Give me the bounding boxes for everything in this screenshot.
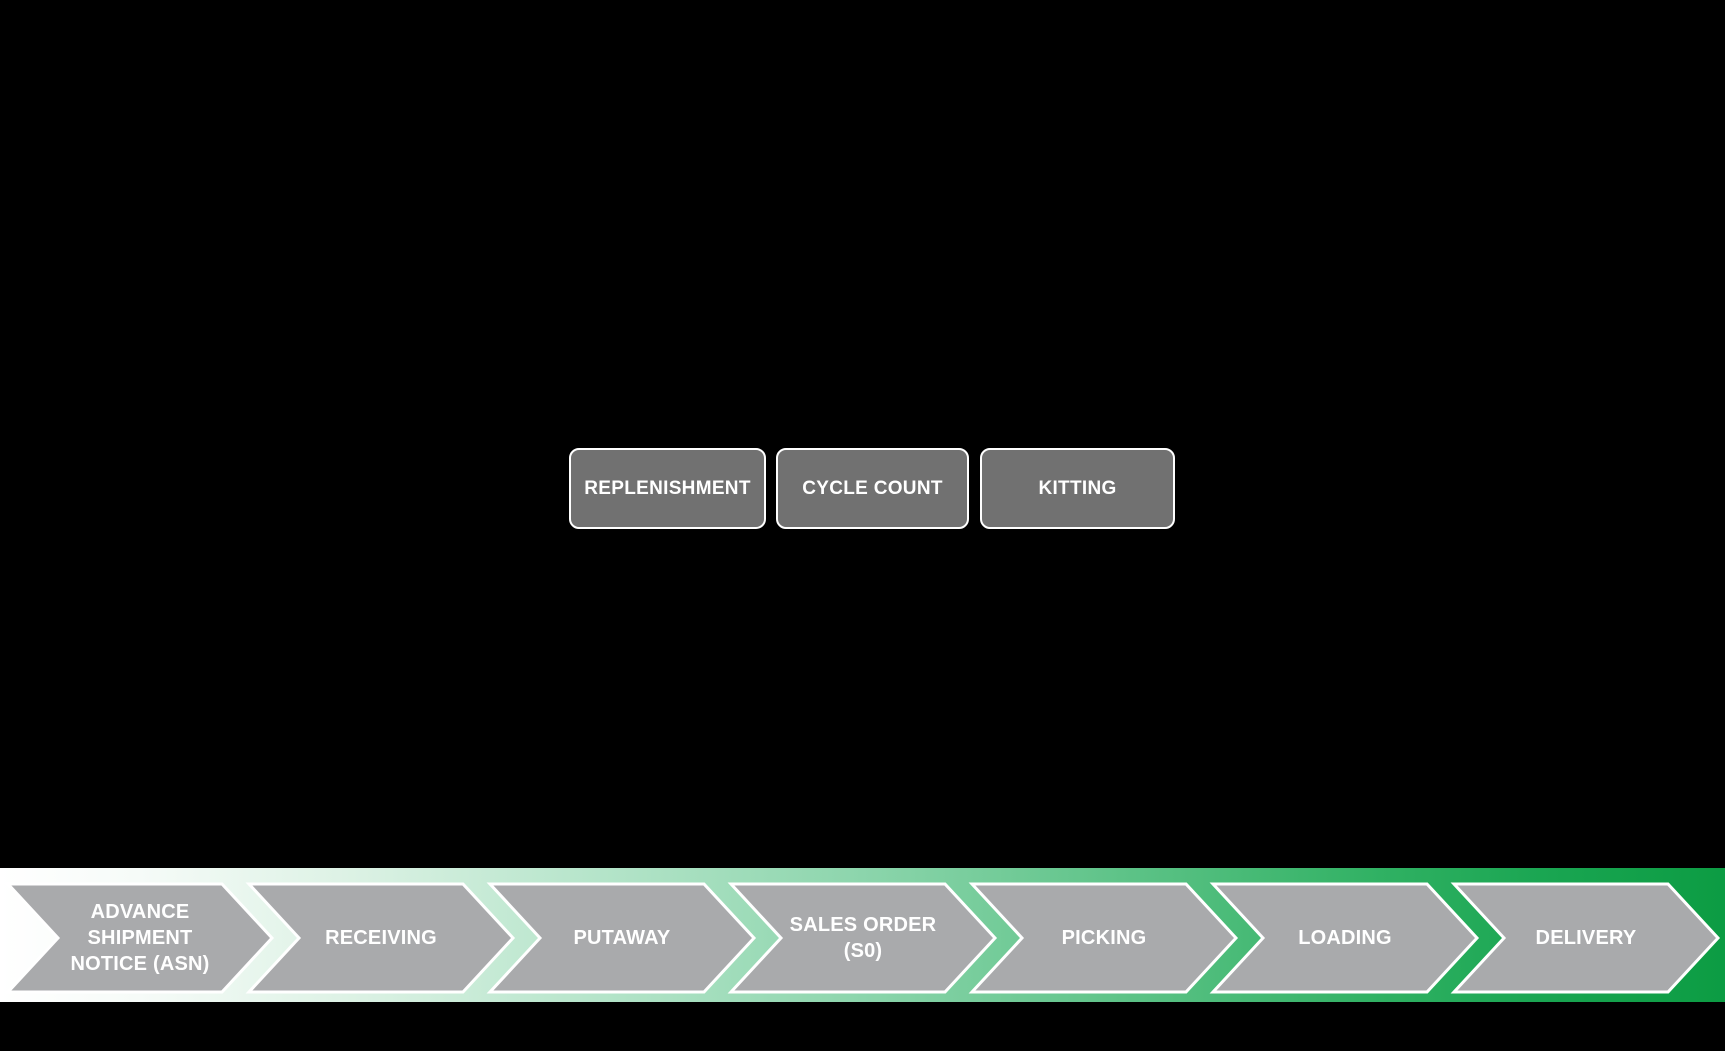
step-label-delivery: DELIVERY [1535,927,1637,949]
chevron-shape-putaway [486,882,757,994]
step-label-putaway: PUTAWAY [573,927,671,949]
chevron-shape-sales-order [727,882,998,994]
support-box-label: KITTING [1038,477,1117,499]
process-flow-band: ADVANCE SHIPMENT NOTICE (ASN) RECEIVING … [0,868,1725,1002]
support-box-label: CYCLE COUNT [802,477,943,499]
process-flow-chevrons [0,868,1725,1002]
support-box-label: REPLENISHMENT [584,477,751,499]
step-label-sales-order: SALES ORDER (S0) [789,914,937,962]
step-label-advance-shipment-notice: ADVANCE SHIPMENT NOTICE (ASN) [70,901,210,975]
step-label-receiving: RECEIVING [325,927,437,949]
step-label-loading: LOADING [1298,927,1392,949]
chevron-shape-advance-shipment-notice [4,882,275,994]
step-label-picking: PICKING [1061,927,1147,949]
support-box-cycle-count: CYCLE COUNT [776,448,969,529]
chevron-shape-picking [968,882,1239,994]
chevron-shape-receiving [245,882,516,994]
chevron-shape-delivery [1450,882,1721,994]
support-box-kitting: KITTING [980,448,1175,529]
chevron-shape-loading [1209,882,1480,994]
support-box-replenishment: REPLENISHMENT [569,448,766,529]
